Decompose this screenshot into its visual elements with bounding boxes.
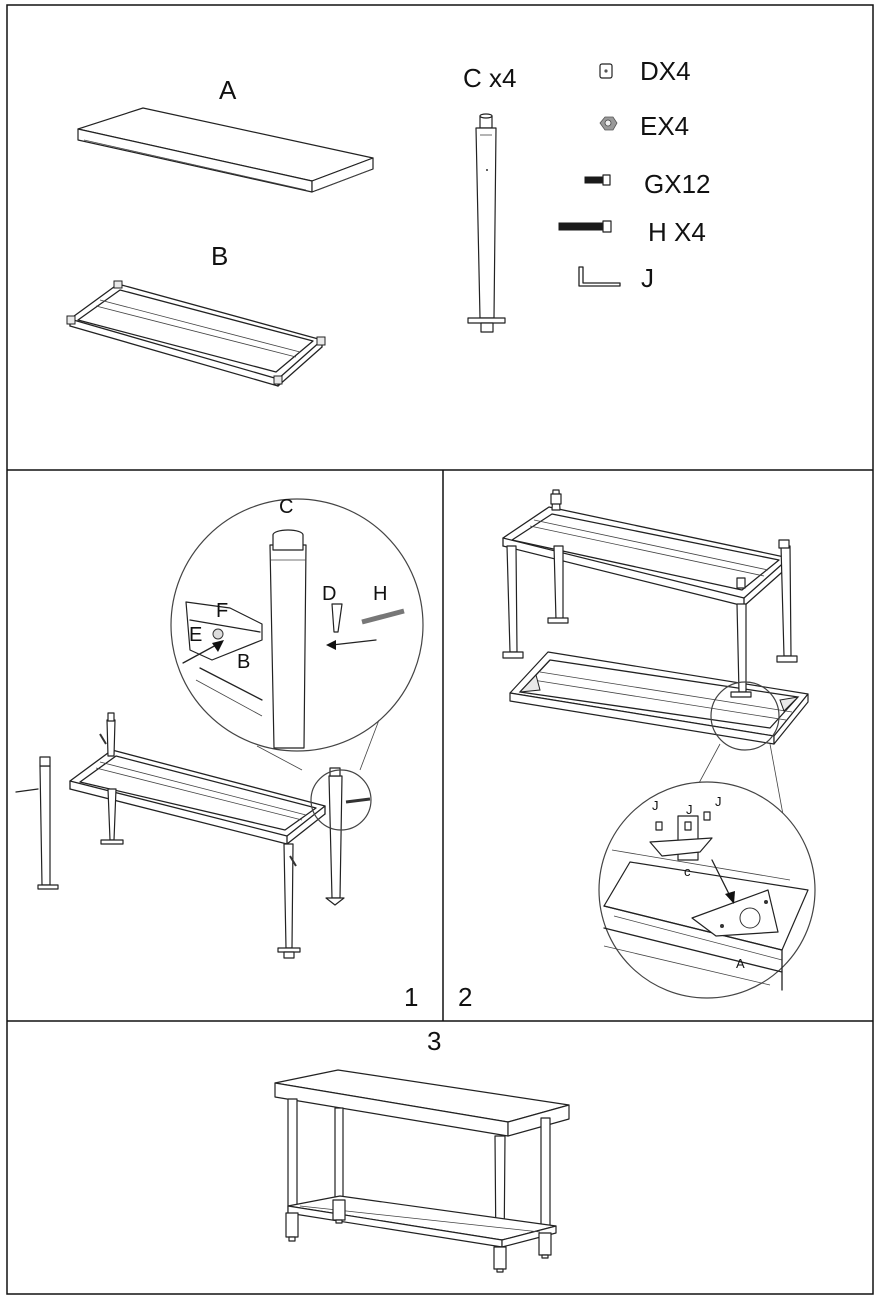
step2-number: 2 — [458, 982, 472, 1012]
part-c-label: C x4 — [463, 63, 516, 93]
step1-panel: C D H F E B — [15, 496, 424, 959]
step2-callout-j1: J — [652, 798, 659, 813]
step2-callout-j2: J — [686, 802, 693, 817]
step1-callout-c: C — [279, 496, 293, 518]
step3-finished-table — [274, 1069, 570, 1273]
step2-callout-a: A — [736, 956, 745, 971]
panel-borders — [6, 4, 874, 1295]
step2-callout-circle — [598, 781, 816, 999]
step1-zoom-ring — [310, 769, 372, 831]
part-c-leg — [467, 113, 506, 333]
step1-frame-assembly — [15, 712, 371, 959]
part-e-label: EX4 — [640, 111, 689, 141]
part-h-icon — [558, 220, 612, 233]
part-d-label: DX4 — [640, 56, 691, 86]
parts-panel: A B C x4 — [66, 56, 711, 387]
step1-callout-e: E — [189, 624, 202, 646]
step1-callout-circle — [170, 498, 424, 752]
part-g-label: GX12 — [644, 169, 711, 199]
part-h-label: H X4 — [648, 217, 706, 247]
part-d-icon — [599, 63, 613, 79]
part-a-table-top — [77, 107, 374, 193]
step1-callout-f: F — [216, 600, 228, 622]
step2-panel: J J J c A — [502, 489, 816, 999]
step2-table-top — [509, 651, 809, 745]
step1-callout-h: H — [373, 583, 387, 605]
step3-number: 3 — [427, 1026, 441, 1056]
step1-callout-b: B — [237, 651, 250, 673]
part-e-icon — [599, 116, 618, 131]
step1-number: 1 — [404, 982, 418, 1012]
part-j-icon — [578, 266, 621, 287]
step2-zoom-ring — [710, 681, 780, 751]
part-j-label: J — [641, 263, 654, 293]
part-b-shelf-frame — [66, 280, 326, 387]
part-g-icon — [584, 174, 611, 186]
step2-frame-legs — [502, 489, 798, 698]
step2-callout-c: c — [684, 864, 691, 879]
part-b-label: B — [211, 241, 228, 271]
part-a-label: A — [219, 75, 237, 105]
step1-callout-d: D — [322, 583, 336, 605]
step3-panel — [274, 1069, 570, 1273]
step2-callout-j3: J — [715, 794, 722, 809]
